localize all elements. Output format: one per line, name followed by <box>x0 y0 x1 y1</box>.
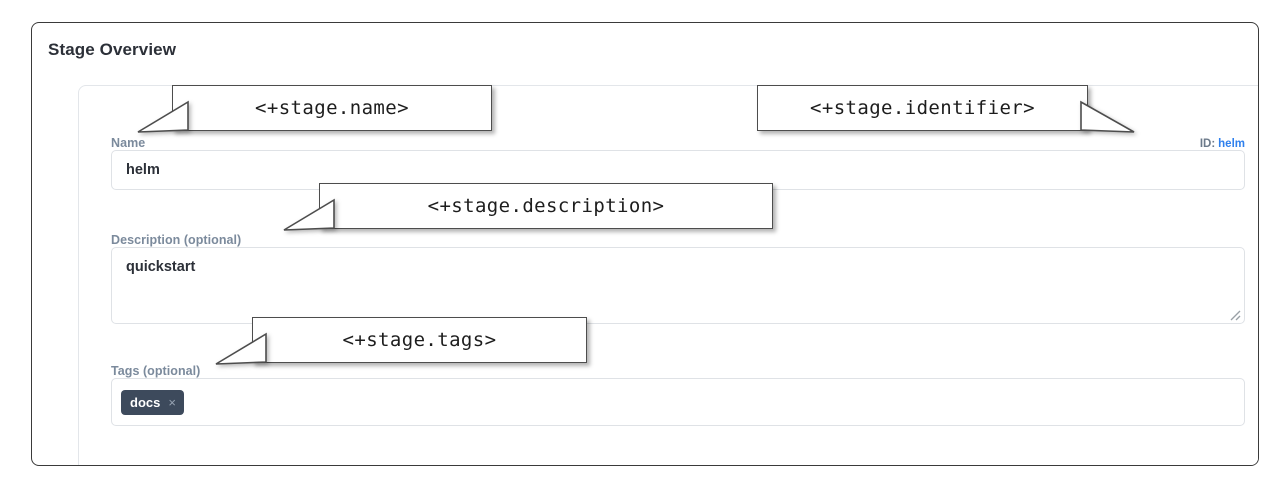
tag-remove-icon[interactable]: × <box>168 394 176 410</box>
callout-stage-description-text: <+stage.description> <box>427 195 665 217</box>
callout-stage-name: <+stage.name> <box>172 85 492 131</box>
tag-chip-label: docs <box>130 394 161 410</box>
identifier-prefix-label: ID: <box>1199 138 1216 150</box>
callout-stage-tags: <+stage.tags> <box>252 317 587 363</box>
page-title: Stage Overview <box>48 40 177 59</box>
tags-field-block: Tags (optional) docs × <box>111 364 1245 426</box>
identifier-value: helm <box>1218 138 1245 150</box>
callout-stage-identifier-text: <+stage.identifier> <box>810 97 1035 119</box>
tag-chip-docs[interactable]: docs × <box>121 389 184 415</box>
stage-form-card: Name ID:helm Description (optional) <box>78 85 1258 465</box>
tags-label-row: Tags (optional) <box>111 364 1245 378</box>
name-field-block: Name ID:helm <box>111 136 1245 190</box>
stage-identifier-readout: ID:helm <box>1200 138 1245 150</box>
name-label-row: Name ID:helm <box>111 136 1245 150</box>
tags-input[interactable]: docs × <box>111 378 1245 426</box>
callout-stage-identifier: <+stage.identifier> <box>757 85 1088 131</box>
description-field-block: Description (optional) <box>111 233 1245 324</box>
callout-stage-description: <+stage.description> <box>319 183 773 229</box>
description-textarea-wrap <box>111 247 1245 324</box>
tags-field-label: Tags (optional) <box>111 364 201 378</box>
description-field-label: Description (optional) <box>111 233 242 247</box>
callout-stage-name-text: <+stage.name> <box>255 97 409 119</box>
callout-stage-tags-text: <+stage.tags> <box>342 329 497 351</box>
name-field-label: Name <box>111 136 146 150</box>
description-textarea[interactable] <box>111 247 1245 324</box>
description-label-row: Description (optional) <box>111 233 1245 247</box>
